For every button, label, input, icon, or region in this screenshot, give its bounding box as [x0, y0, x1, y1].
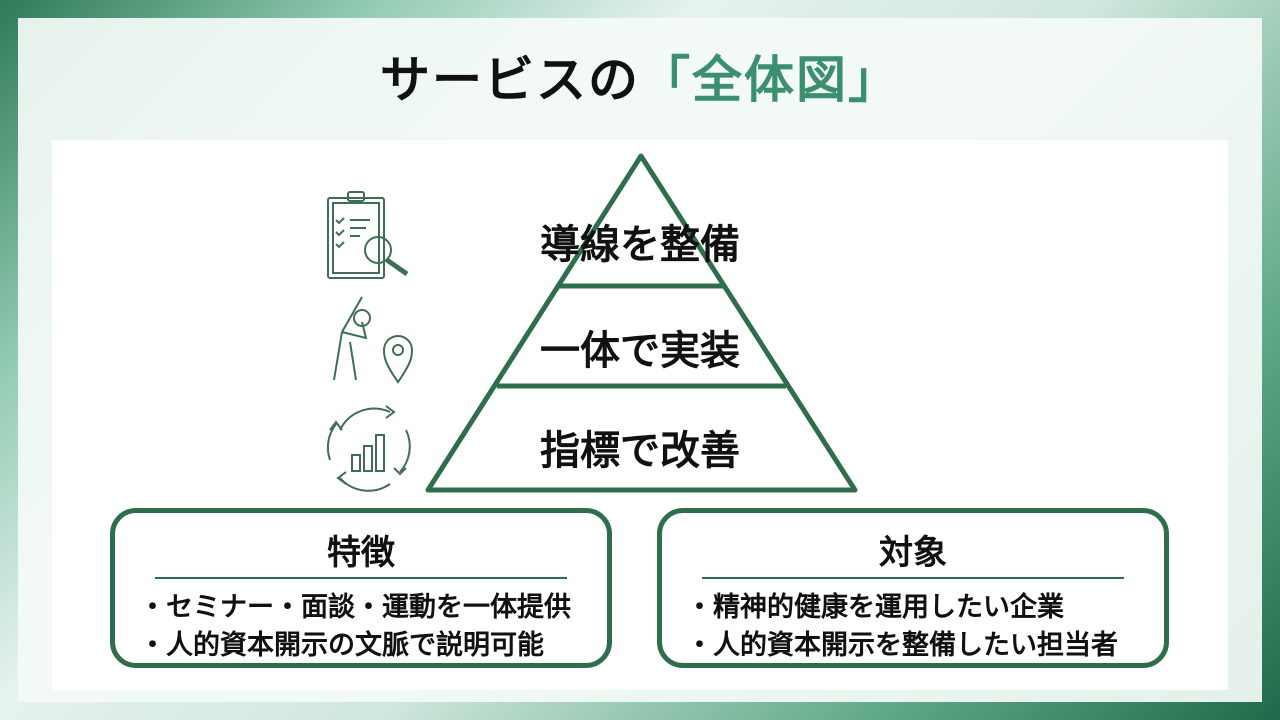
list-item: セミナー・面談・運動を一体提供 [139, 589, 597, 627]
features-heading: 特徴 [327, 533, 395, 573]
stretching-person-location-icon [333, 296, 414, 384]
list-item: 精神的健康を運用したい企業 [686, 589, 1154, 627]
list-item: 人的資本開示の文脈で説明可能 [139, 627, 597, 665]
target-heading: 対象 [879, 533, 947, 573]
pyramid-outline [425, 153, 858, 493]
list-item: 人的資本開示を整備したい担当者 [686, 627, 1154, 665]
slide-title: サービスの「全体図」 [0, 40, 1280, 112]
clipboard-search-icon [327, 191, 409, 279]
divider [155, 577, 567, 579]
target-list: 精神的健康を運用したい企業 人的資本開示を整備したい担当者 [686, 589, 1154, 665]
divider [702, 577, 1124, 579]
pyramid-tier-top: 導線を整備 [540, 222, 740, 268]
pyramid-tier-bottom: 指標で改善 [540, 428, 740, 474]
pyramid-tier-middle: 一体で実装 [540, 328, 740, 374]
title-accent: 「全体図」 [640, 51, 900, 109]
features-list: セミナー・面談・運動を一体提供 人的資本開示の文脈で説明可能 [139, 589, 597, 665]
target-box: 対象 精神的健康を運用したい企業 人的資本開示を整備したい担当者 [657, 508, 1169, 668]
title-main: サービスの [380, 51, 640, 109]
cycle-bar-chart-icon [326, 405, 411, 492]
features-box: 特徴 セミナー・面談・運動を一体提供 人的資本開示の文脈で説明可能 [110, 508, 612, 668]
